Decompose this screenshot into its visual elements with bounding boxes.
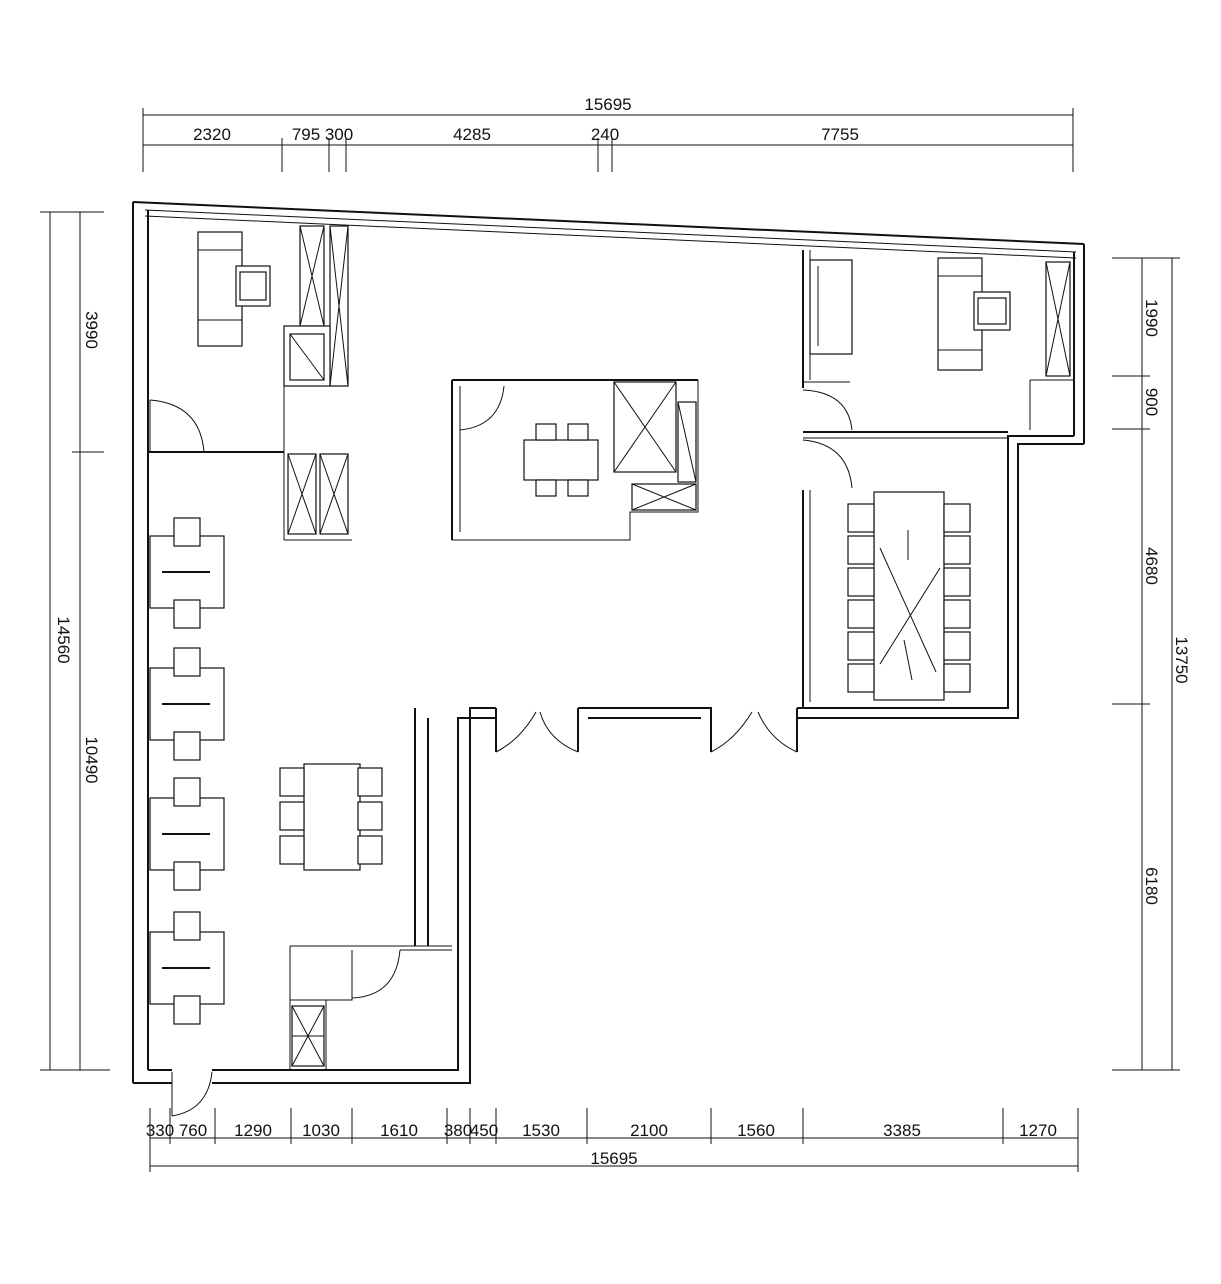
left-total-dimension: 14560 [54, 616, 73, 663]
bottom-dimension-10: 1560 [737, 1121, 775, 1140]
bottom-dimension-6: 380 [444, 1121, 472, 1140]
left-dimension-2: 10490 [82, 736, 101, 783]
bottom-dimension-4: 1030 [302, 1121, 340, 1140]
bottom-total-dimension: 15695 [590, 1149, 637, 1168]
top-total-dimension: 15695 [584, 95, 631, 114]
bottom-dimension-1: 330 [146, 1121, 174, 1140]
right-dimensions: 1990 900 4680 13750 6180 [1112, 257, 1191, 1071]
bottom-dimension-5: 1610 [380, 1121, 418, 1140]
bottom-dimension-8: 1530 [522, 1121, 560, 1140]
conference-room [802, 439, 971, 708]
outer-walls [132, 201, 1085, 1084]
right-dimension-2: 900 [1142, 388, 1161, 416]
right-dimension-3: 4680 [1142, 547, 1161, 585]
workstations [149, 517, 225, 1117]
top-dimension-1: 2320 [193, 125, 231, 144]
top-dimension-2: 795 [292, 125, 320, 144]
left-room-walls [289, 708, 452, 1070]
left-dimension-1: 3990 [82, 311, 101, 349]
top-dimension-3: 300 [325, 125, 353, 144]
bottom-dimension-3: 1290 [234, 1121, 272, 1140]
right-dimension-1: 1990 [1142, 299, 1161, 337]
right-dimension-4: 6180 [1142, 867, 1161, 905]
left-meeting-table [279, 763, 383, 871]
top-right-office [802, 250, 1074, 439]
left-dimensions: 14560 3990 10490 [40, 211, 110, 1071]
central-room [451, 379, 699, 541]
right-total-dimension: 13750 [1172, 636, 1191, 683]
bottom-dimension-12: 1270 [1019, 1121, 1057, 1140]
top-dimensions: 15695 2320 795 300 4285 240 7755 [142, 95, 1074, 172]
top-dimension-4: 4285 [453, 125, 491, 144]
top-dimension-5: 240 [591, 125, 619, 144]
top-dimension-6: 7755 [821, 125, 859, 144]
bottom-dimensions: 330 760 1290 1030 1610 380 450 1530 2100… [146, 1108, 1079, 1172]
bottom-dimension-11: 3385 [883, 1121, 921, 1140]
top-left-office [148, 225, 352, 541]
entrance-wall [495, 707, 798, 753]
bottom-dimension-9: 2100 [630, 1121, 668, 1140]
bottom-dimension-7: 450 [470, 1121, 498, 1140]
bottom-dimension-2: 760 [179, 1121, 207, 1140]
